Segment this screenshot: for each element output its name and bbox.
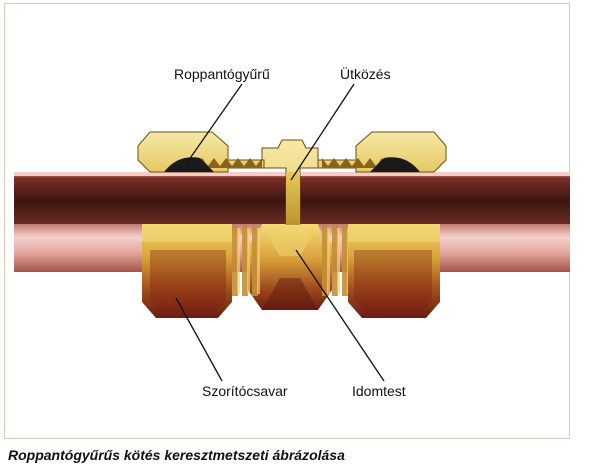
leader-stop [290, 83, 355, 181]
label-stop: Ütközés [340, 65, 391, 82]
snap-ring-left [164, 157, 214, 172]
leader-fitting-body [295, 249, 385, 382]
leader-snap-ring [185, 83, 243, 165]
compression-nut-right-outer [348, 224, 440, 318]
compression-nut-left-outer [142, 224, 232, 318]
label-compression-nut: Szorítócsavar [202, 383, 288, 399]
nut-section-left [137, 131, 265, 173]
label-snap-ring: Roppantógyűrű [174, 66, 270, 82]
figure-caption: Roppantógyűrűs kötés keresztmetszeti ábr… [8, 447, 345, 463]
snap-ring-right [370, 157, 420, 172]
label-fitting-body: Idomtest [352, 383, 406, 399]
pipe-cross-section [14, 172, 570, 224]
leader-compression-nut [175, 297, 223, 382]
fitting-body-outer [232, 224, 350, 310]
nut-section-right [317, 131, 447, 173]
